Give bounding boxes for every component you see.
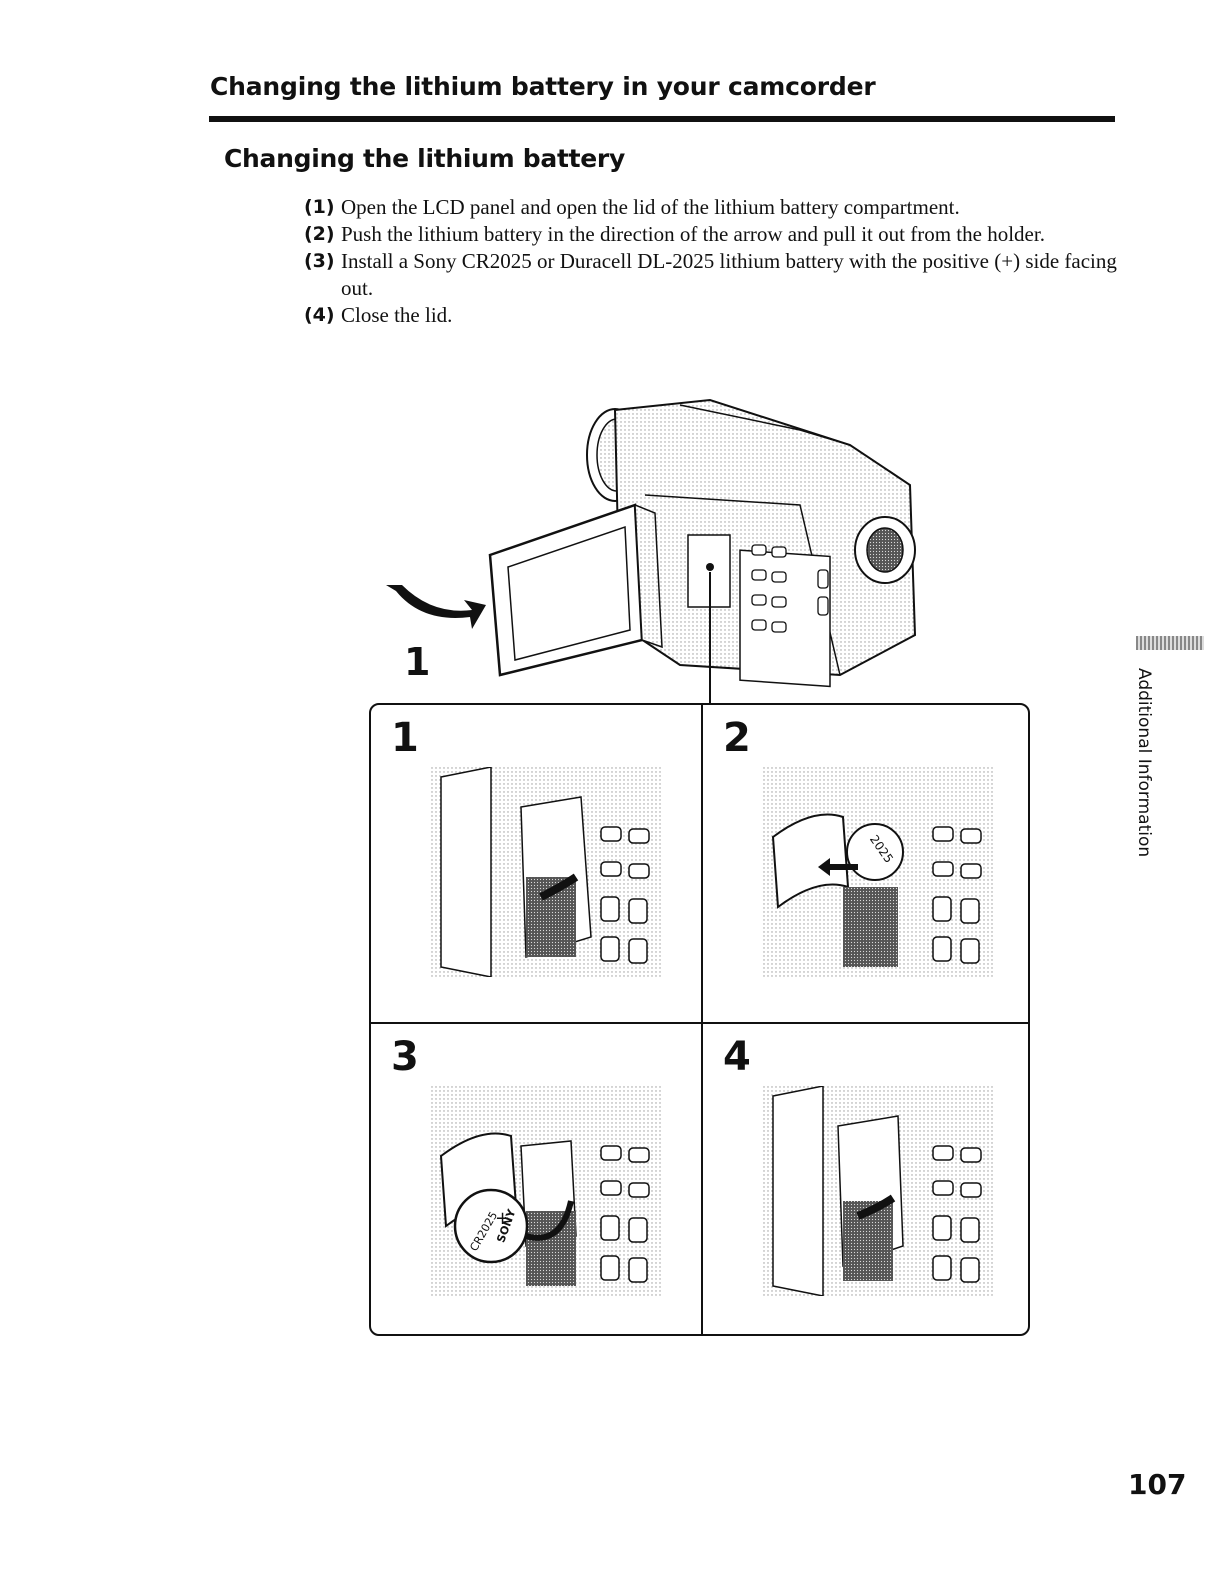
panel-divider-vertical [701,705,703,1334]
battery-polarity: + [495,1208,510,1229]
step-number: (1) [304,196,335,218]
callout-label: 1 [404,640,430,684]
panel-step-4: 4 [703,1024,1031,1339]
step-panels: 1 2 2025 [369,703,1030,1336]
page-number: 107 [1128,1468,1187,1501]
panel-label: 3 [391,1034,419,1080]
step-item: (1) Open the LCD panel and open the lid o… [304,194,1124,221]
callout-line [709,572,711,704]
panel-label: 2 [723,715,751,761]
panel-step-2: 2 2025 [703,705,1031,1020]
step-item: (2) Push the lithium battery in the direc… [304,221,1124,248]
side-tab: Additional Information [1124,668,1164,868]
step-text: Install a Sony CR2025 or Duracell DL-202… [341,249,1117,300]
section-title: Changing the lithium battery in your cam… [210,72,876,101]
step-2-illustration: 2025 [763,767,993,977]
panel-label: 1 [391,715,419,761]
steps-list: (1) Open the LCD panel and open the lid o… [304,194,1124,329]
side-tab-marker [1136,636,1204,650]
step-text: Push the lithium battery in the directio… [341,222,1045,246]
title-rule [209,116,1115,122]
step-number: (3) [304,250,335,272]
step-text: Open the LCD panel and open the lid of t… [341,195,960,219]
subsection-title: Changing the lithium battery [224,144,625,173]
panel-label: 4 [723,1034,751,1080]
side-tab-label: Additional Information [1134,668,1154,858]
panel-divider-horizontal [371,1022,1028,1024]
step-1-illustration [431,767,661,977]
step-number: (2) [304,223,335,245]
panel-step-1: 1 [371,705,699,1020]
step-3-illustration: CR2025 SONY + [431,1086,661,1296]
step-item: (3) Install a Sony CR2025 or Duracell DL-… [304,248,1124,302]
step-number: (4) [304,304,335,326]
panel-step-3: 3 CR2025 SONY + [371,1024,699,1339]
camcorder-illustration: 1 [386,398,917,688]
step-text: Close the lid. [341,303,453,327]
step-4-illustration [763,1086,993,1296]
step-item: (4) Close the lid. [304,302,1124,329]
